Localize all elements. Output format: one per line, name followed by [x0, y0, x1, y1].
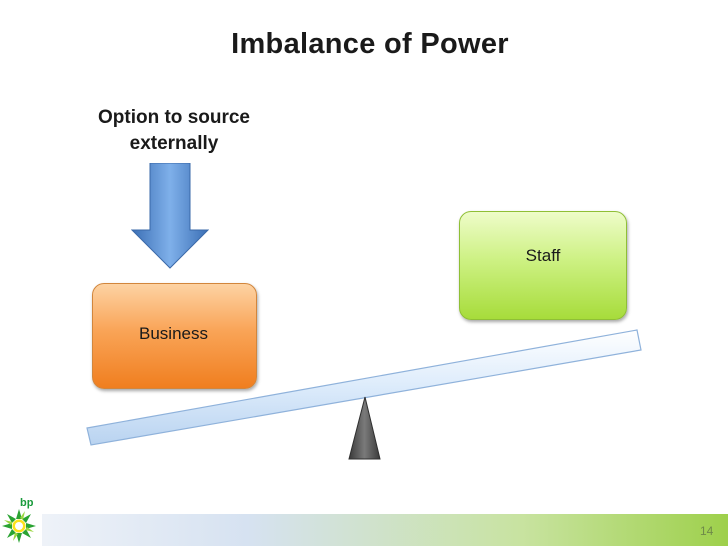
seesaw-beam — [86, 329, 642, 446]
business-box: Business — [92, 283, 257, 389]
page-number: 14 — [700, 524, 714, 538]
option-label-line2: externally — [129, 133, 219, 154]
bp-helios-logo-icon — [2, 509, 36, 543]
option-label-line1: Option to source — [98, 107, 250, 128]
option-label: Option to source externally — [84, 105, 264, 157]
business-label: Business — [139, 324, 208, 343]
bp-logo-text: bp — [20, 497, 34, 509]
slide-title: Imbalance of Power — [231, 28, 509, 60]
staff-label: Staff — [525, 245, 561, 265]
fulcrum-icon — [348, 396, 381, 460]
footer-bar — [42, 514, 728, 546]
staff-box: Staff — [459, 211, 627, 320]
down-arrow-icon — [131, 163, 209, 269]
